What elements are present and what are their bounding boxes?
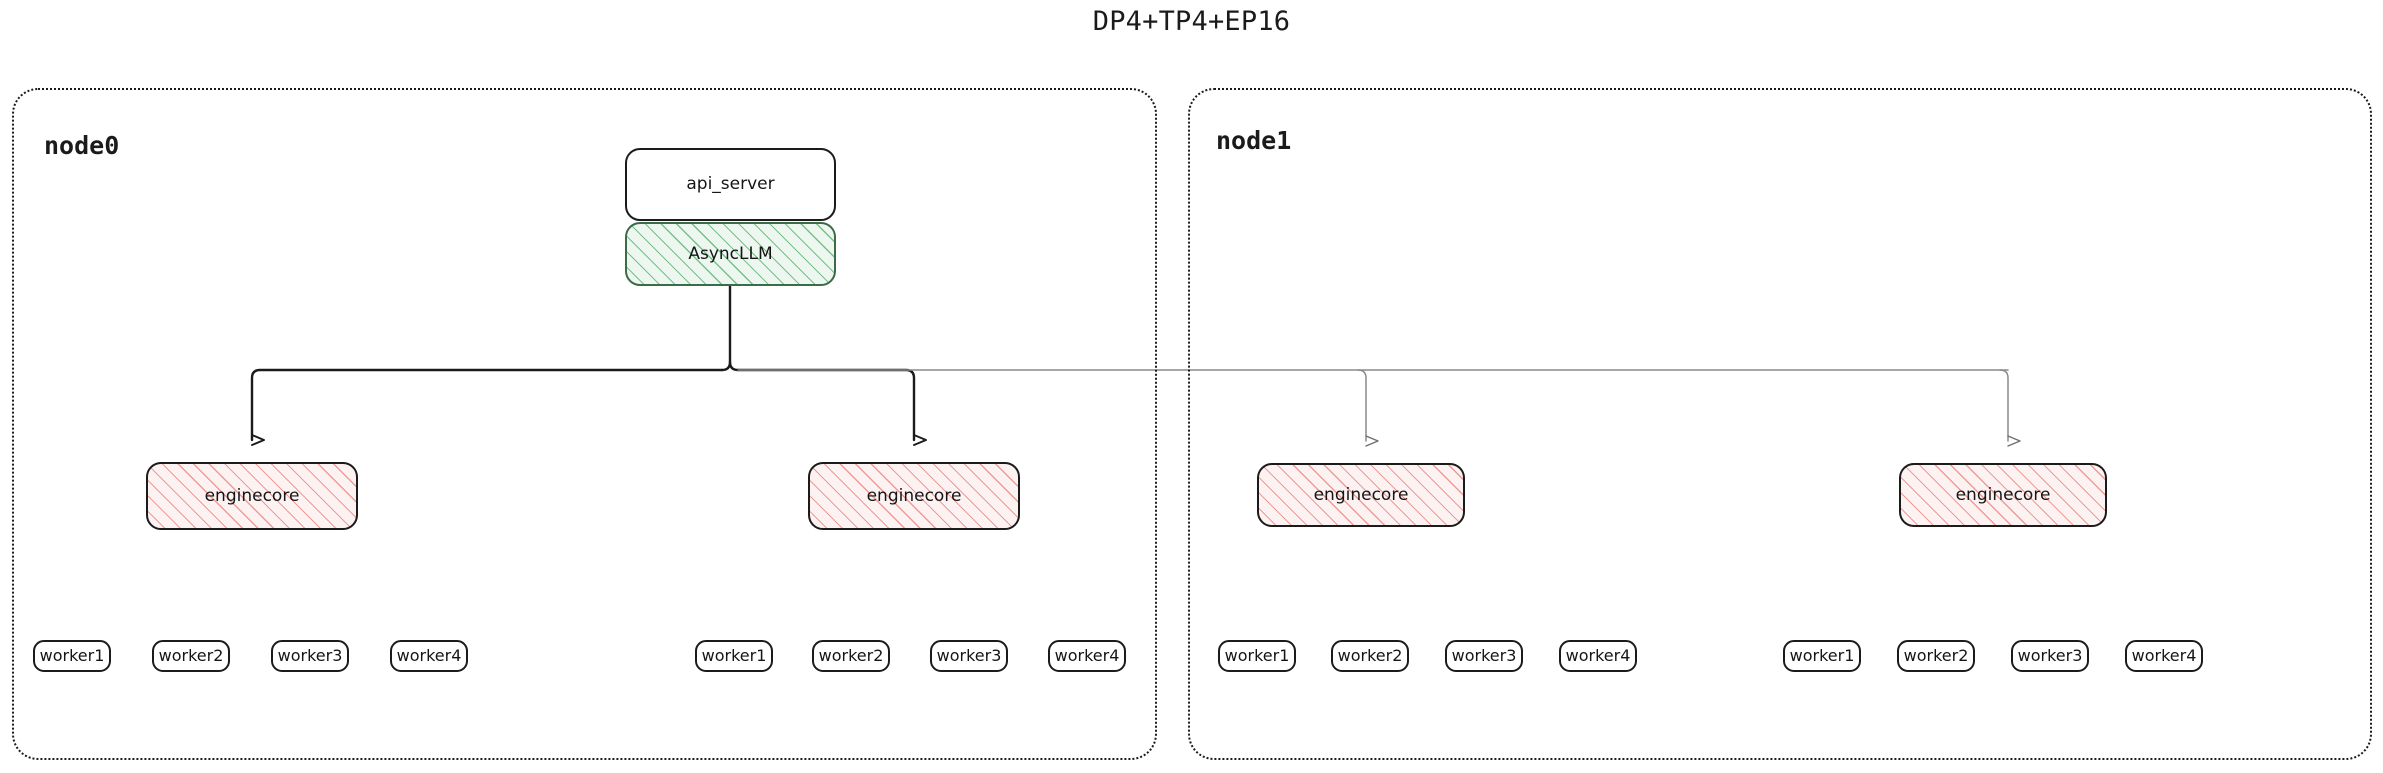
api-server-label: api_server — [686, 174, 775, 194]
worker-box[interactable]: worker2 — [1897, 640, 1975, 672]
worker-label: worker2 — [158, 646, 224, 665]
worker-label: worker3 — [936, 646, 1002, 665]
worker-label: worker4 — [1565, 646, 1631, 665]
async-llm-box[interactable]: AsyncLLM — [625, 222, 836, 286]
worker-box[interactable]: worker2 — [812, 640, 890, 672]
worker-label: worker4 — [1054, 646, 1120, 665]
worker-label: worker1 — [701, 646, 767, 665]
worker-box[interactable]: worker4 — [1048, 640, 1126, 672]
worker-box[interactable]: worker1 — [1218, 640, 1296, 672]
page-title: DP4+TP4+EP16 — [1092, 6, 1291, 37]
enginecore-label: enginecore — [1955, 484, 2051, 505]
worker-box[interactable]: worker4 — [1559, 640, 1637, 672]
worker-label: worker2 — [1337, 646, 1403, 665]
worker-box[interactable]: worker1 — [1783, 640, 1861, 672]
worker-box[interactable]: worker4 — [390, 640, 468, 672]
enginecore-label: enginecore — [1313, 484, 1409, 505]
enginecore-label: enginecore — [866, 485, 962, 506]
api-server-box[interactable]: api_server — [625, 148, 836, 221]
worker-box[interactable]: worker4 — [2125, 640, 2203, 672]
worker-box[interactable]: worker2 — [152, 640, 230, 672]
worker-box[interactable]: worker3 — [1445, 640, 1523, 672]
enginecore-label: enginecore — [204, 485, 300, 506]
worker-label: worker4 — [2131, 646, 2197, 665]
enginecore-box-node0-1[interactable]: enginecore — [808, 462, 1020, 530]
worker-label: worker1 — [1224, 646, 1290, 665]
worker-box[interactable]: worker2 — [1331, 640, 1409, 672]
async-llm-label: AsyncLLM — [688, 243, 773, 264]
worker-label: worker2 — [1903, 646, 1969, 665]
worker-box[interactable]: worker1 — [33, 640, 111, 672]
node-label-node0: node0 — [44, 131, 120, 160]
enginecore-box-node0-0[interactable]: enginecore — [146, 462, 358, 530]
enginecore-box-node1-1[interactable]: enginecore — [1899, 463, 2107, 527]
node-label-node1: node1 — [1216, 126, 1292, 155]
worker-label: worker3 — [1451, 646, 1517, 665]
worker-label: worker3 — [2017, 646, 2083, 665]
node-cluster-node1 — [1188, 88, 2372, 760]
worker-label: worker2 — [818, 646, 884, 665]
worker-box[interactable]: worker3 — [2011, 640, 2089, 672]
worker-box[interactable]: worker3 — [271, 640, 349, 672]
worker-label: worker1 — [1789, 646, 1855, 665]
worker-box[interactable]: worker3 — [930, 640, 1008, 672]
worker-box[interactable]: worker1 — [695, 640, 773, 672]
worker-label: worker3 — [277, 646, 343, 665]
enginecore-box-node1-0[interactable]: enginecore — [1257, 463, 1465, 527]
worker-label: worker4 — [396, 646, 462, 665]
node-cluster-node0 — [12, 88, 1157, 760]
worker-label: worker1 — [39, 646, 105, 665]
